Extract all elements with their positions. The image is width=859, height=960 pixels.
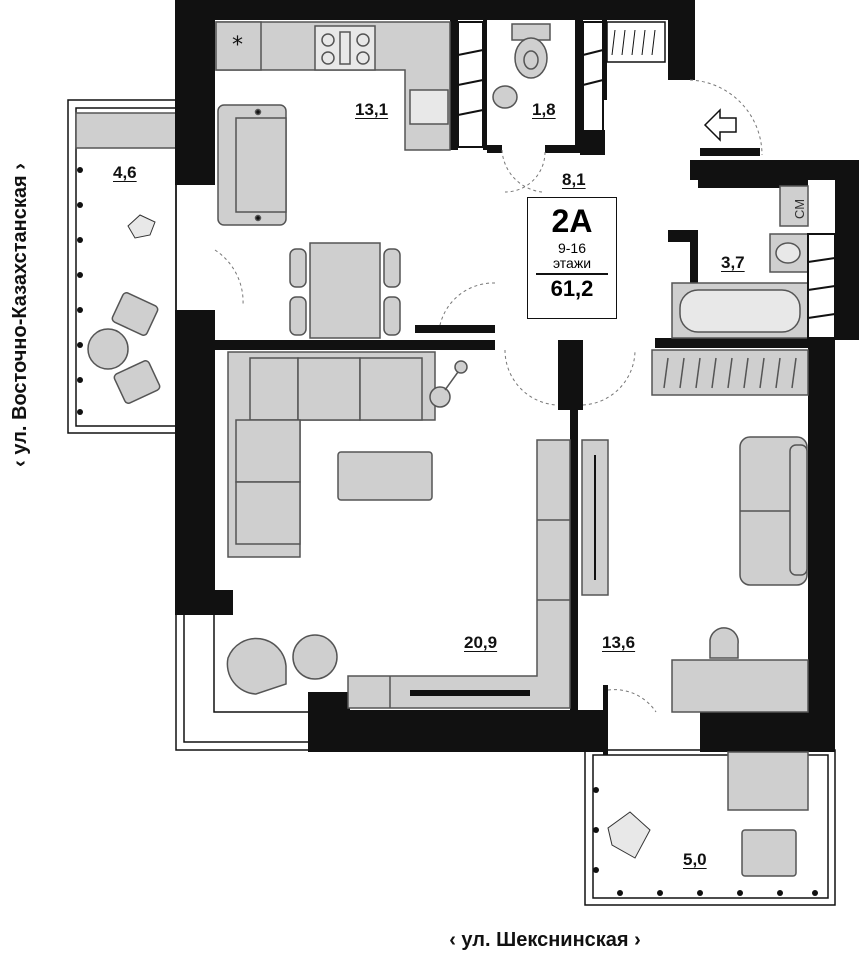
living-sofa [227,351,436,558]
street-label-south: ‹ ул. Шекснинская › [449,929,641,951]
living-armchairs [226,634,338,695]
street-label-west: ‹ ул. Восточно-Казахстанская › [9,163,31,467]
apartment-total-area: 61,2 [550,276,594,301]
storage-racks [457,21,666,148]
dining-set [289,242,401,339]
living-window-bay [175,615,310,751]
freezer-icon: * [232,33,243,58]
bedroom-wardrobe [651,349,809,396]
balcony-left-furniture [87,292,161,404]
bathroom-fixtures [671,185,836,339]
balcony-left [67,99,177,434]
info-divider [536,273,608,275]
area-kitchen: 13,1 [355,100,389,119]
plant-icon [127,214,651,859]
apartment-info-box: 2А 9-16 этажи 61,2 [527,197,617,319]
apartment-floors: 9-16 [557,240,587,256]
balcony-left-rail-dots [77,167,83,415]
kitchen-counter [215,21,451,151]
walls [175,0,859,755]
balcony-bottom-furniture [727,751,809,877]
balcony-bottom-rail-dots [593,787,818,896]
area-wc: 1,8 [532,100,556,119]
kitchen-sofa [217,104,287,226]
area-balcony-bottom: 5,0 [683,850,707,869]
apartment-type-code: 2А [551,203,593,239]
washer-label: СМ [792,199,807,219]
door-swings [214,79,763,713]
floor-lamp [429,360,468,408]
coffee-table [337,451,433,501]
tv-unit [347,439,571,709]
area-living-room: 20,9 [464,633,498,652]
area-balcony-left: 4,6 [113,163,137,182]
area-bedroom: 13,6 [602,633,636,652]
wc [492,23,551,109]
entrance-arrow-icon [703,108,737,142]
area-hallway: 8,1 [562,170,586,189]
bedroom-bed [739,436,808,586]
tv-panel [581,439,609,596]
apartment-floors-label: этажи [552,255,592,271]
area-bathroom: 3,7 [721,253,745,272]
desk [671,627,809,713]
